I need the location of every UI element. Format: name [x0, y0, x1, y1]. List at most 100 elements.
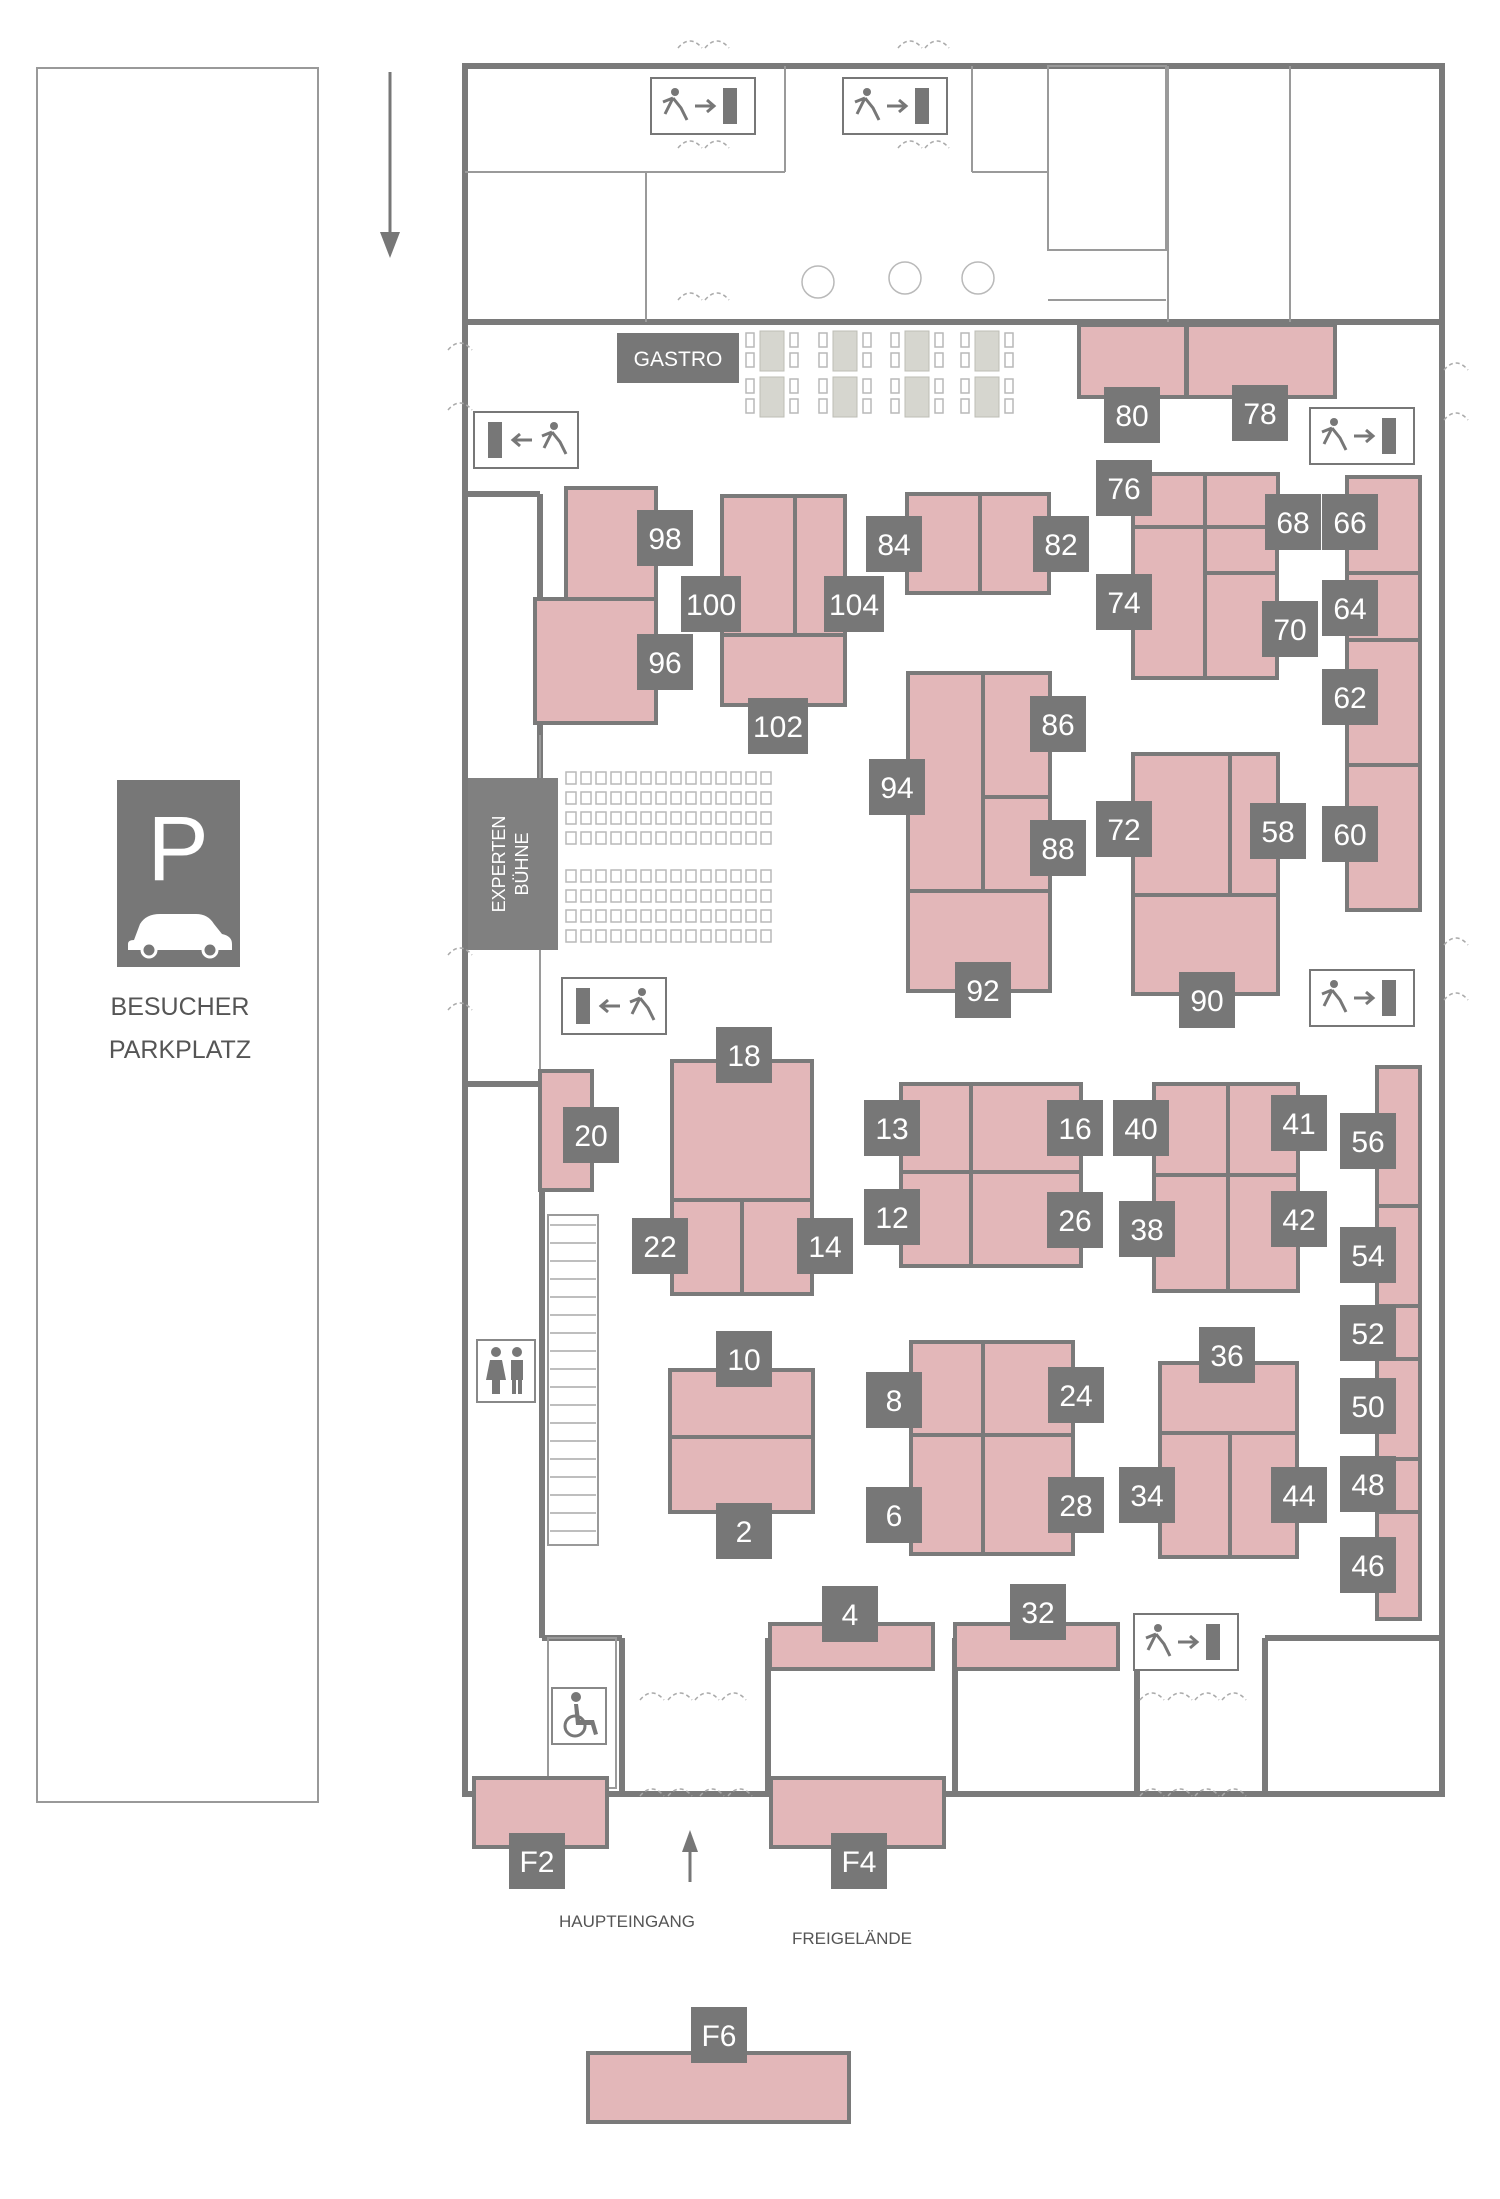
- booth-number-tag[interactable]: 94: [869, 759, 925, 815]
- booth-number: 98: [648, 523, 681, 556]
- booth-number-tag[interactable]: 4: [822, 1586, 878, 1642]
- booth-number-tag[interactable]: 98: [637, 510, 693, 566]
- parking-label-line1: BESUCHER: [111, 993, 250, 1021]
- booth-area: [720, 633, 847, 707]
- booth-number-tag[interactable]: 84: [866, 516, 922, 572]
- booth-number-tag[interactable]: 92: [955, 962, 1011, 1018]
- booth-number-tag[interactable]: 56: [1340, 1113, 1396, 1169]
- booth-number-tag[interactable]: 60: [1322, 806, 1378, 862]
- booth-number-tag[interactable]: 88: [1030, 820, 1086, 876]
- booth-area: [1077, 323, 1188, 399]
- booth-number: 58: [1261, 816, 1294, 849]
- booth-number-tag[interactable]: 74: [1096, 574, 1152, 630]
- booth-number: 104: [829, 589, 879, 622]
- wheelchair-icon: [551, 1687, 607, 1745]
- booth-number-tag[interactable]: 12: [864, 1189, 920, 1245]
- main-entrance-label: HAUPTEINGANG: [559, 1912, 695, 1931]
- booth-number-tag[interactable]: 50: [1340, 1378, 1396, 1434]
- booth-number-tag[interactable]: 46: [1340, 1537, 1396, 1593]
- booth-number: 14: [808, 1231, 841, 1264]
- booth-number: 60: [1333, 819, 1366, 852]
- booth-number: 12: [875, 1202, 908, 1235]
- booth-number-tag[interactable]: 10: [716, 1331, 772, 1387]
- booth-area: [793, 494, 847, 637]
- booth-area: [668, 1435, 815, 1514]
- booth-number-tag[interactable]: 26: [1047, 1192, 1103, 1248]
- doors: [447, 40, 1469, 1797]
- booth-number-tag[interactable]: 52: [1340, 1305, 1396, 1361]
- booth-number-tag[interactable]: 6: [866, 1487, 922, 1543]
- booth-number-tag[interactable]: 64: [1322, 580, 1378, 636]
- booth-number: 72: [1107, 814, 1140, 847]
- booth-number-tag[interactable]: 41: [1271, 1095, 1327, 1151]
- booth-number-tag[interactable]: 76: [1096, 460, 1152, 516]
- booth-number: 28: [1059, 1490, 1092, 1523]
- booth-number-tag[interactable]: 72: [1096, 801, 1152, 857]
- booth-number: 38: [1130, 1214, 1163, 1247]
- booth-number-tag[interactable]: 2: [716, 1503, 772, 1559]
- booth-number-tag[interactable]: 58: [1250, 803, 1306, 859]
- booth-number-tag[interactable]: 24: [1048, 1367, 1104, 1423]
- booth-number: 18: [727, 1040, 760, 1073]
- parking-label-line2: PARKPLATZ: [109, 1036, 251, 1064]
- booth-number: 34: [1130, 1480, 1163, 1513]
- booth-number: 78: [1243, 398, 1276, 431]
- booth-number-tag[interactable]: 32: [1010, 1584, 1066, 1640]
- booth-number-tag[interactable]: 40: [1113, 1100, 1169, 1156]
- booth-number-tag[interactable]: 13: [864, 1100, 920, 1156]
- booth-number-tag[interactable]: 42: [1271, 1191, 1327, 1247]
- booth-number-tag[interactable]: 18: [716, 1027, 772, 1083]
- booth-number-tag[interactable]: F6: [691, 2007, 747, 2063]
- gastro-tables: [745, 330, 1014, 418]
- booth-number-tag[interactable]: 8: [866, 1372, 922, 1428]
- booth-number-tag[interactable]: 34: [1119, 1467, 1175, 1523]
- booth-number: 102: [753, 711, 803, 744]
- booth-number: 62: [1333, 682, 1366, 715]
- gastro-label: GASTRO: [634, 348, 723, 371]
- booth-number-tag[interactable]: 100: [681, 576, 741, 632]
- booth-number: 74: [1107, 587, 1140, 620]
- booth-number-tag[interactable]: 70: [1262, 601, 1318, 657]
- booth-number-tag[interactable]: 66: [1322, 494, 1378, 550]
- booth-number-tag[interactable]: 14: [797, 1218, 853, 1274]
- booth-number-tag[interactable]: 104: [824, 576, 884, 632]
- booth-number-tag[interactable]: 90: [1179, 972, 1235, 1028]
- booth-number-tag[interactable]: 44: [1271, 1467, 1327, 1523]
- booth-number: 82: [1044, 529, 1077, 562]
- booth-number-tag[interactable]: F4: [831, 1833, 887, 1889]
- booth-number-tag[interactable]: 36: [1199, 1327, 1255, 1383]
- booth-number: 70: [1273, 614, 1306, 647]
- booth-number: 4: [842, 1599, 859, 1632]
- booth-number-tag[interactable]: 96: [637, 634, 693, 690]
- arrow-icon: [380, 72, 400, 258]
- booth-number-tag[interactable]: 48: [1340, 1456, 1396, 1512]
- booth-number: 2: [736, 1516, 753, 1549]
- booth-number-tag[interactable]: 22: [632, 1218, 688, 1274]
- booth-number-tag[interactable]: 62: [1322, 669, 1378, 725]
- booth-number-tag[interactable]: 16: [1047, 1100, 1103, 1156]
- booth-number: 6: [886, 1500, 903, 1533]
- gastro-sign: [617, 333, 739, 383]
- booth-number-tag[interactable]: 102: [748, 698, 808, 754]
- booth-number-tag[interactable]: 82: [1033, 516, 1089, 572]
- booth-number: 54: [1351, 1240, 1384, 1273]
- booth-number-tag[interactable]: 28: [1048, 1477, 1104, 1533]
- booth-number: 20: [574, 1120, 607, 1153]
- booth-number: 96: [648, 647, 681, 680]
- booth-number: 40: [1124, 1113, 1157, 1146]
- stage-seating: [565, 771, 772, 943]
- booth-number: 8: [886, 1385, 903, 1418]
- booth-number-tag[interactable]: 80: [1104, 387, 1160, 443]
- booth-number-tag[interactable]: F2: [509, 1833, 565, 1889]
- booth-number: 46: [1351, 1550, 1384, 1583]
- booth-number: 13: [875, 1113, 908, 1146]
- booth-number: F2: [519, 1846, 554, 1879]
- booth-number-tag[interactable]: 38: [1119, 1201, 1175, 1257]
- booth-number-tag[interactable]: 86: [1030, 696, 1086, 752]
- booth-number-tag[interactable]: 78: [1232, 385, 1288, 441]
- booth-number-tag[interactable]: 54: [1340, 1227, 1396, 1283]
- booth-number-tag[interactable]: 20: [563, 1107, 619, 1163]
- booth-number-tag[interactable]: 68: [1265, 494, 1321, 550]
- emergency-exit-icon: [561, 977, 667, 1035]
- entrance-arrow-icon: [682, 1830, 698, 1882]
